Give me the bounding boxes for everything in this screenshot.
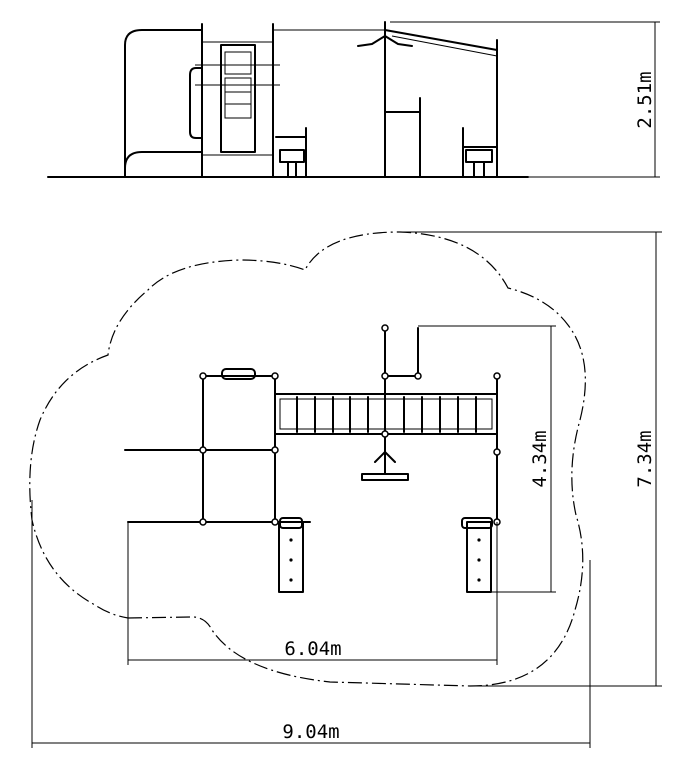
net-panel: [224, 77, 252, 119]
height-dimension-label: 2.51m: [634, 71, 656, 128]
bench-bolt: [477, 558, 481, 562]
overall-depth-label: 7.34m: [634, 430, 656, 487]
bar-beam-inner: [391, 35, 498, 57]
inner-width-label: 6.04m: [284, 638, 341, 660]
bench-bolt: [289, 558, 293, 562]
tower-side-hoop: [189, 67, 203, 139]
bench-left-plan: [278, 521, 304, 593]
bench-seat: [279, 149, 305, 163]
bench-seat: [465, 149, 493, 163]
plan-view: 6.04m 4.34m 7.34m 9.04m: [29, 231, 662, 748]
inner-depth-label: 4.34m: [529, 430, 551, 487]
tower-top-square: [202, 375, 276, 451]
bench-bolt: [289, 538, 293, 542]
curved-panel: [124, 29, 203, 178]
bench-right-plan: [466, 521, 492, 593]
pull-up-base-plan: [374, 451, 396, 463]
bench-bolt: [477, 538, 481, 542]
net-panel: [224, 51, 252, 75]
curved-panel-base: [124, 151, 203, 178]
overall-width-label: 9.04m: [282, 721, 339, 743]
bench-bolt: [477, 578, 481, 582]
pull-up-bar: [384, 97, 421, 113]
elevation-view: 2.51m: [47, 21, 660, 178]
joint-nodes: [199, 324, 501, 526]
net-frame: [220, 44, 256, 153]
bench-right-top: [461, 517, 493, 529]
bar-top-bracket: [357, 35, 413, 47]
safety-zone-outline: [29, 231, 586, 687]
tower-handle: [221, 368, 256, 380]
monkey-bar-rungs: [296, 396, 477, 433]
bench-bolt: [289, 578, 293, 582]
bar-beam: [384, 29, 498, 51]
bench-left-top: [279, 517, 303, 529]
